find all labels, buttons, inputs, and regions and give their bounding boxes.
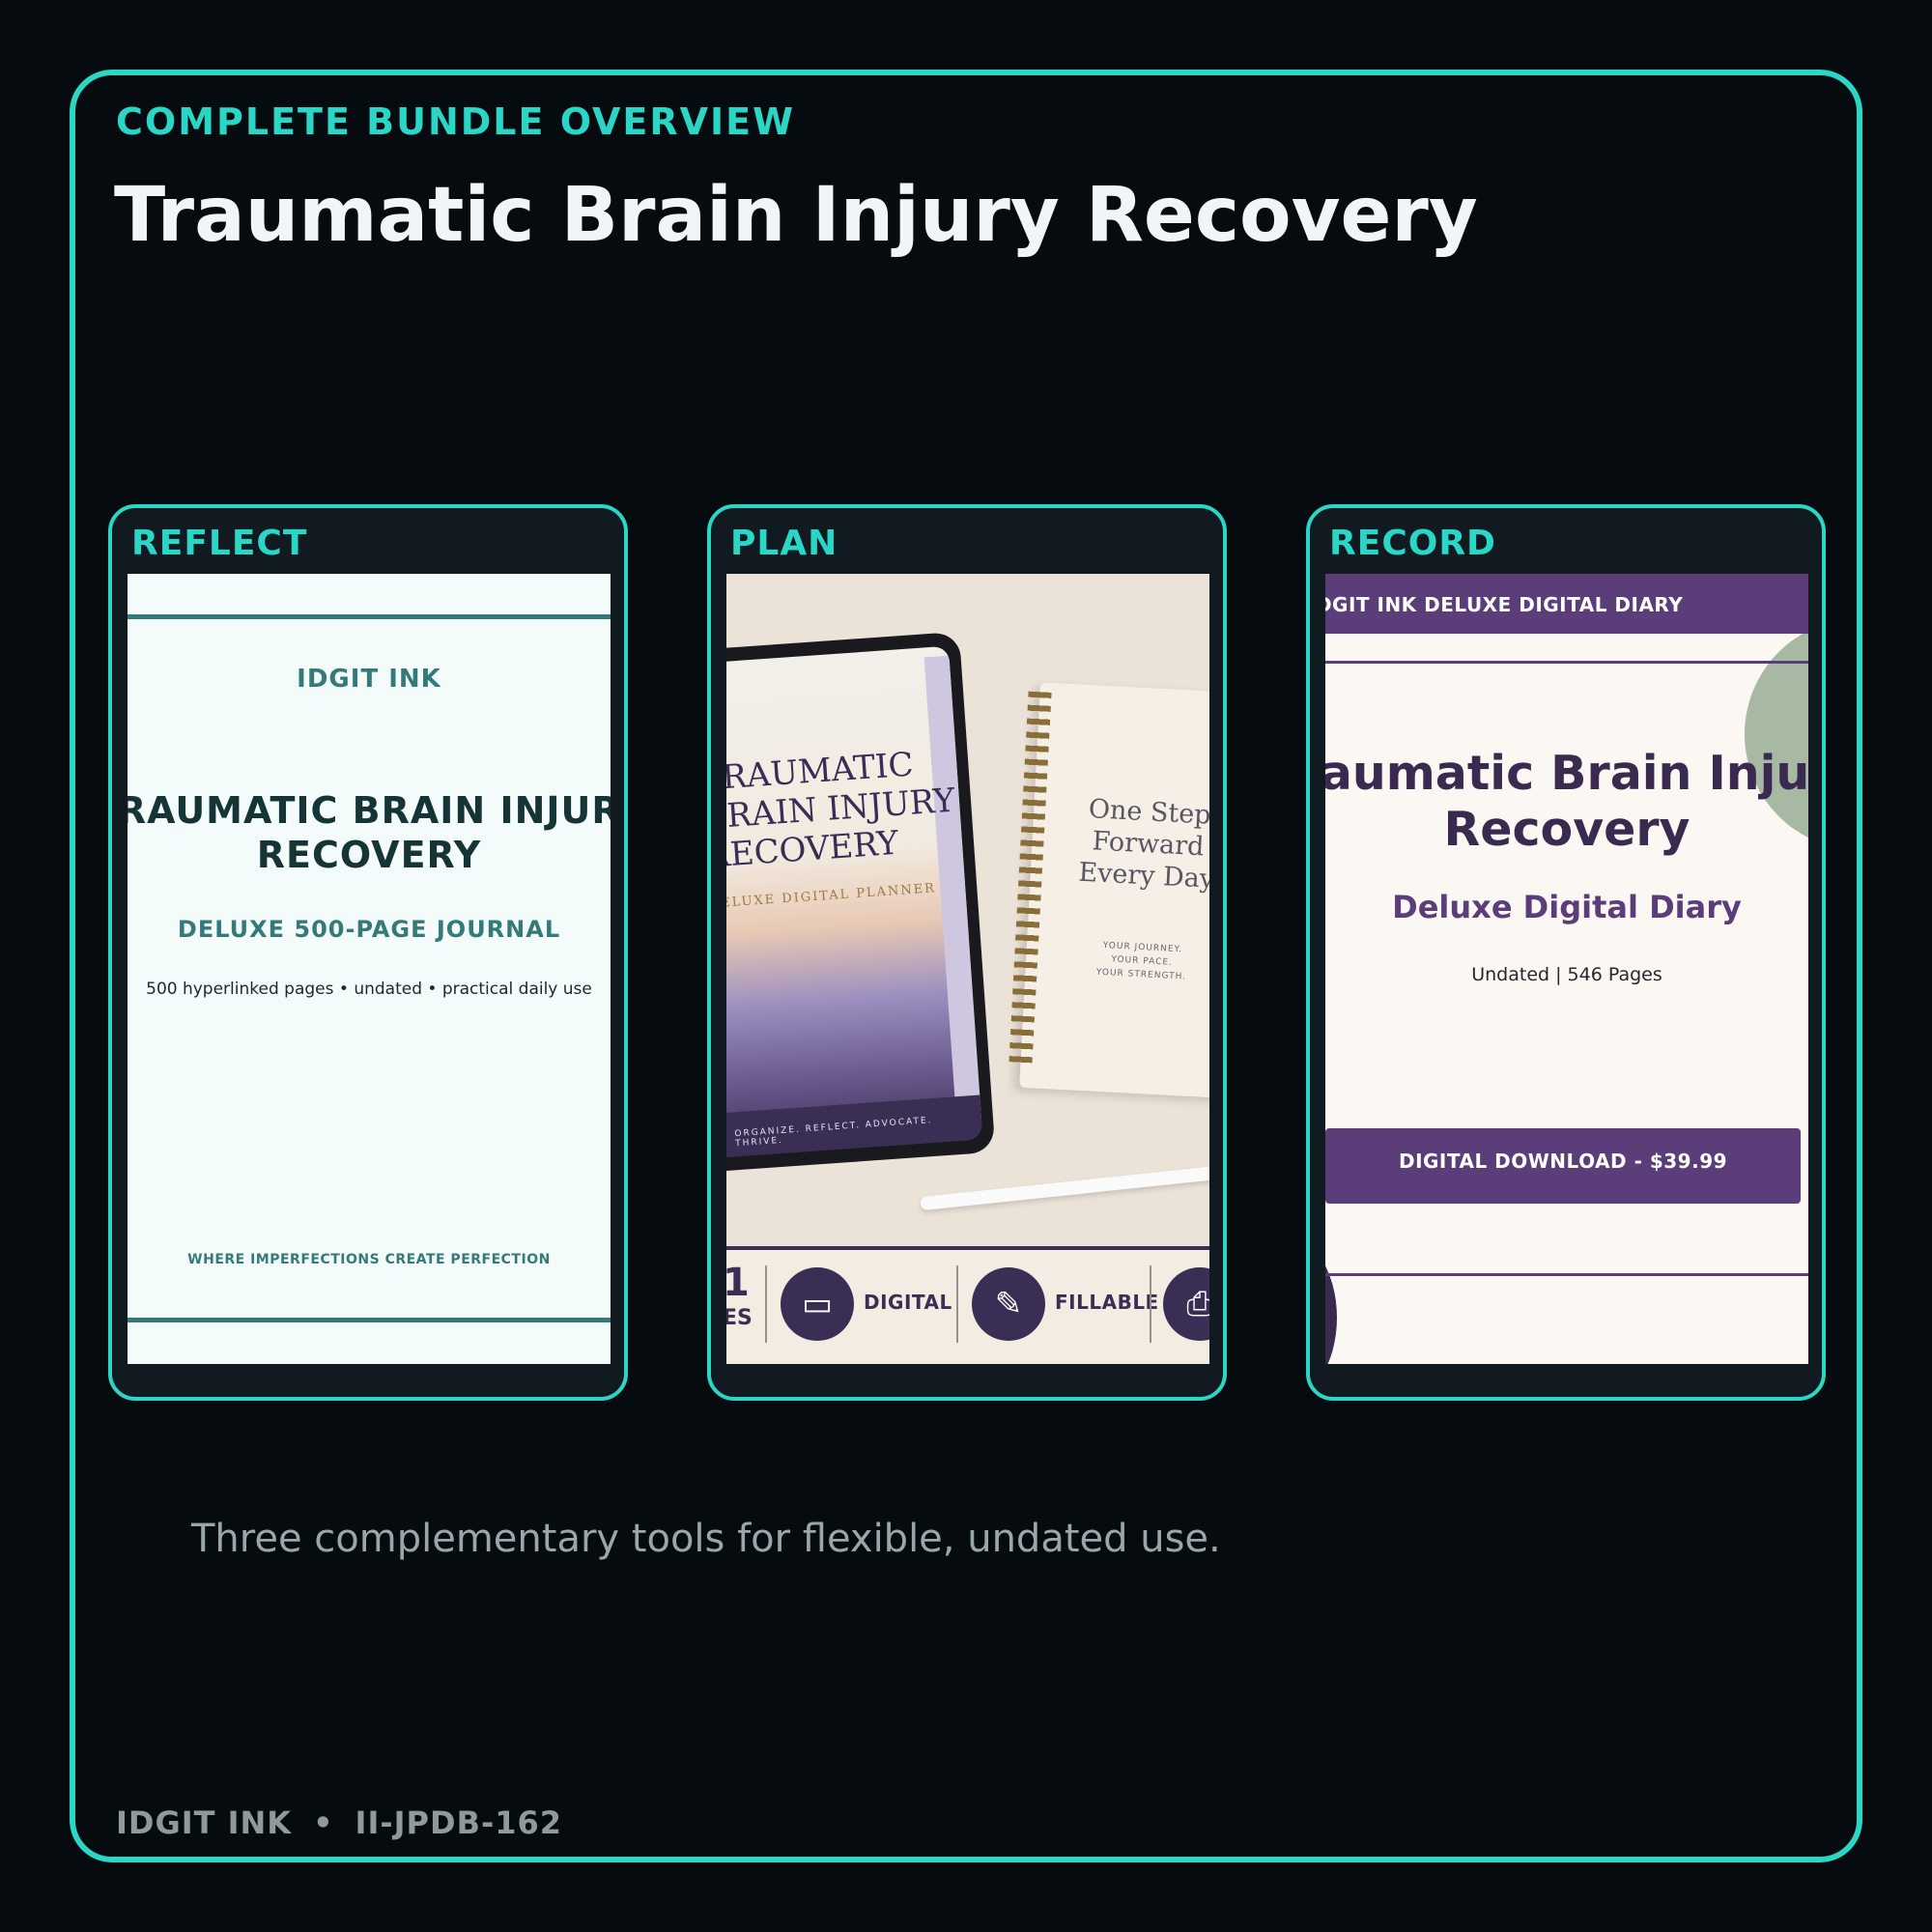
planner-footer: ORGANIZE. REFLECT. ADVOCATE. THRIVE.	[726, 1094, 983, 1159]
eyebrow-label: COMPLETE BUNDLE OVERVIEW	[116, 100, 796, 143]
feature-pages-label: ES	[726, 1306, 753, 1330]
diary-banner: IDGIT INK DELUXE DIGITAL DIARY	[1325, 574, 1808, 634]
card-record[interactable]: RECORD IDGIT INK DELUXE DIGITAL DIARY Tr…	[1306, 504, 1826, 1401]
decor-circle-plum	[1325, 1231, 1337, 1364]
notebook-title-line3: Every Day	[1077, 857, 1209, 895]
notebook-rings	[1009, 691, 1052, 1069]
download-price-button: DIGITAL DOWNLOAD - $39.99	[1325, 1128, 1801, 1204]
feature-divider	[765, 1265, 767, 1343]
feature-fillable-label: FILLABLE	[1055, 1291, 1159, 1314]
page-title: Traumatic Brain Injury Recovery	[114, 172, 1478, 259]
cover-title-line1: TRAUMATIC BRAIN INJURY	[128, 789, 611, 832]
cover-tagline: WHERE IMPERFECTIONS CREATE PERFECTION	[187, 1252, 551, 1267]
cover-rule-bottom	[128, 1318, 611, 1322]
planner-mockup-image: TRAUMATIC BRAIN INJURY RECOVERY DELUXE D…	[726, 574, 1209, 1364]
printer-icon: ⎙	[1163, 1267, 1209, 1341]
notebook-subtitle: YOUR JOURNEY. YOUR PACE. YOUR STRENGTH.	[1054, 936, 1209, 985]
footer-separator: •	[313, 1804, 334, 1841]
cover-title: TRAUMATIC BRAIN INJURY RECOVERY	[128, 788, 611, 877]
diary-title: Traumatic Brain Injury Recovery	[1325, 746, 1808, 858]
footer: IDGIT INK • II-JPDB-162	[116, 1804, 562, 1841]
card-plan[interactable]: PLAN TRAUMATIC BRAIN INJURY RECOVERY DEL…	[707, 504, 1227, 1401]
footer-sku: II-JPDB-162	[355, 1804, 563, 1841]
cover-title-line2: RECOVERY	[256, 834, 482, 876]
tablet-device: TRAUMATIC BRAIN INJURY RECOVERY DELUXE D…	[726, 631, 996, 1174]
diary-cover-image: IDGIT INK DELUXE DIGITAL DIARY Traumatic…	[1325, 574, 1808, 1364]
tablet-screen: TRAUMATIC BRAIN INJURY RECOVERY DELUXE D…	[726, 645, 983, 1159]
footer-brand: IDGIT INK	[116, 1804, 293, 1841]
form-icon: ✎	[972, 1267, 1045, 1341]
cover-brand: IDGIT INK	[297, 665, 441, 694]
diary-title-line1: Traumatic Brain Injury	[1325, 746, 1808, 801]
feature-digital-label: DIGITAL	[864, 1291, 952, 1314]
download-price-label: DIGITAL DOWNLOAD - $39.99	[1398, 1150, 1728, 1173]
cover-description: 500 hyperlinked pages • undated • practi…	[146, 980, 592, 999]
diary-banner-text: IDGIT INK DELUXE DIGITAL DIARY	[1325, 593, 1684, 616]
feature-divider	[956, 1265, 958, 1343]
diary-rule-bottom	[1325, 1273, 1808, 1276]
notebook: One Step Forward Every Day YOUR JOURNEY.…	[1009, 682, 1209, 1099]
journal-cover-image: IDGIT INK TRAUMATIC BRAIN INJURY RECOVER…	[128, 574, 611, 1364]
diary-subtitle: Deluxe Digital Diary	[1392, 889, 1742, 925]
planner-title: TRAUMATIC BRAIN INJURY RECOVERY	[726, 743, 959, 876]
bundle-tagline: Three complementary tools for flexible, …	[191, 1517, 1221, 1561]
feature-pages-number: 1	[726, 1264, 750, 1302]
diary-description: Undated | 546 Pages	[1471, 964, 1662, 985]
cover-rule-top	[128, 614, 611, 619]
tablet-icon: ▭	[781, 1267, 854, 1341]
diary-title-line2: Recovery	[1443, 802, 1690, 857]
card-label: RECORD	[1329, 524, 1496, 563]
card-label: REFLECT	[131, 524, 308, 563]
feature-divider	[1150, 1265, 1151, 1343]
cover-subtitle: DELUXE 500-PAGE JOURNAL	[177, 916, 561, 943]
notebook-title: One Step Forward Every Day	[1059, 792, 1209, 896]
planner-subtitle: DELUXE DIGITAL PLANNER	[726, 881, 937, 912]
card-label: PLAN	[730, 524, 838, 563]
diary-rule-top	[1325, 661, 1808, 664]
feature-strip: 1 ES ▭ DIGITAL ✎ FILLABLE ⎙	[726, 1246, 1209, 1364]
stylus	[920, 1163, 1209, 1211]
card-reflect[interactable]: REFLECT IDGIT INK TRAUMATIC BRAIN INJURY…	[108, 504, 628, 1401]
